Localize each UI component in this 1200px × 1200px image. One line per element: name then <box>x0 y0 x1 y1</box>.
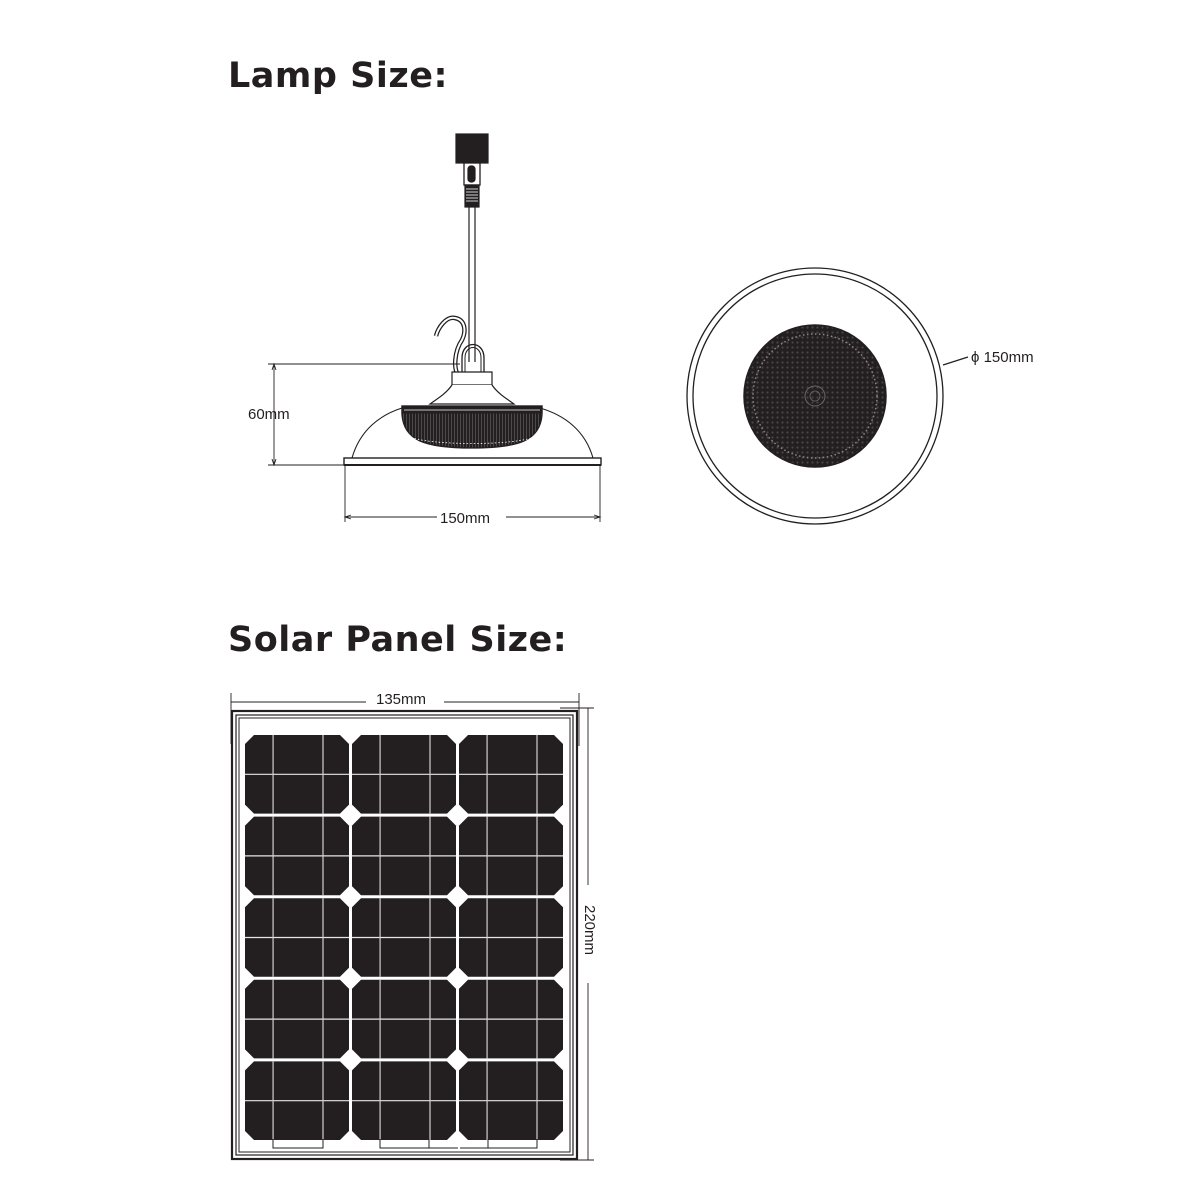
panel-height-label: 220mm <box>581 905 598 955</box>
solar-cell-grid <box>245 735 563 1140</box>
lamp-height-label: 60mm <box>248 406 290 423</box>
plug-icon <box>455 133 489 164</box>
lamp-size-heading: Lamp Size: <box>228 56 448 96</box>
bus-bars <box>272 1139 538 1149</box>
lamp-width-label: 150mm <box>440 510 490 527</box>
lamp-diameter-label: ϕ 150mm <box>971 349 1034 366</box>
panel-width-label: 135mm <box>376 691 426 708</box>
solar-panel-drawing <box>230 693 594 1161</box>
solar-panel-size-heading: Solar Panel Size: <box>228 620 568 660</box>
lamp-bottom-view <box>686 267 969 525</box>
lamp-side-view <box>268 133 602 522</box>
